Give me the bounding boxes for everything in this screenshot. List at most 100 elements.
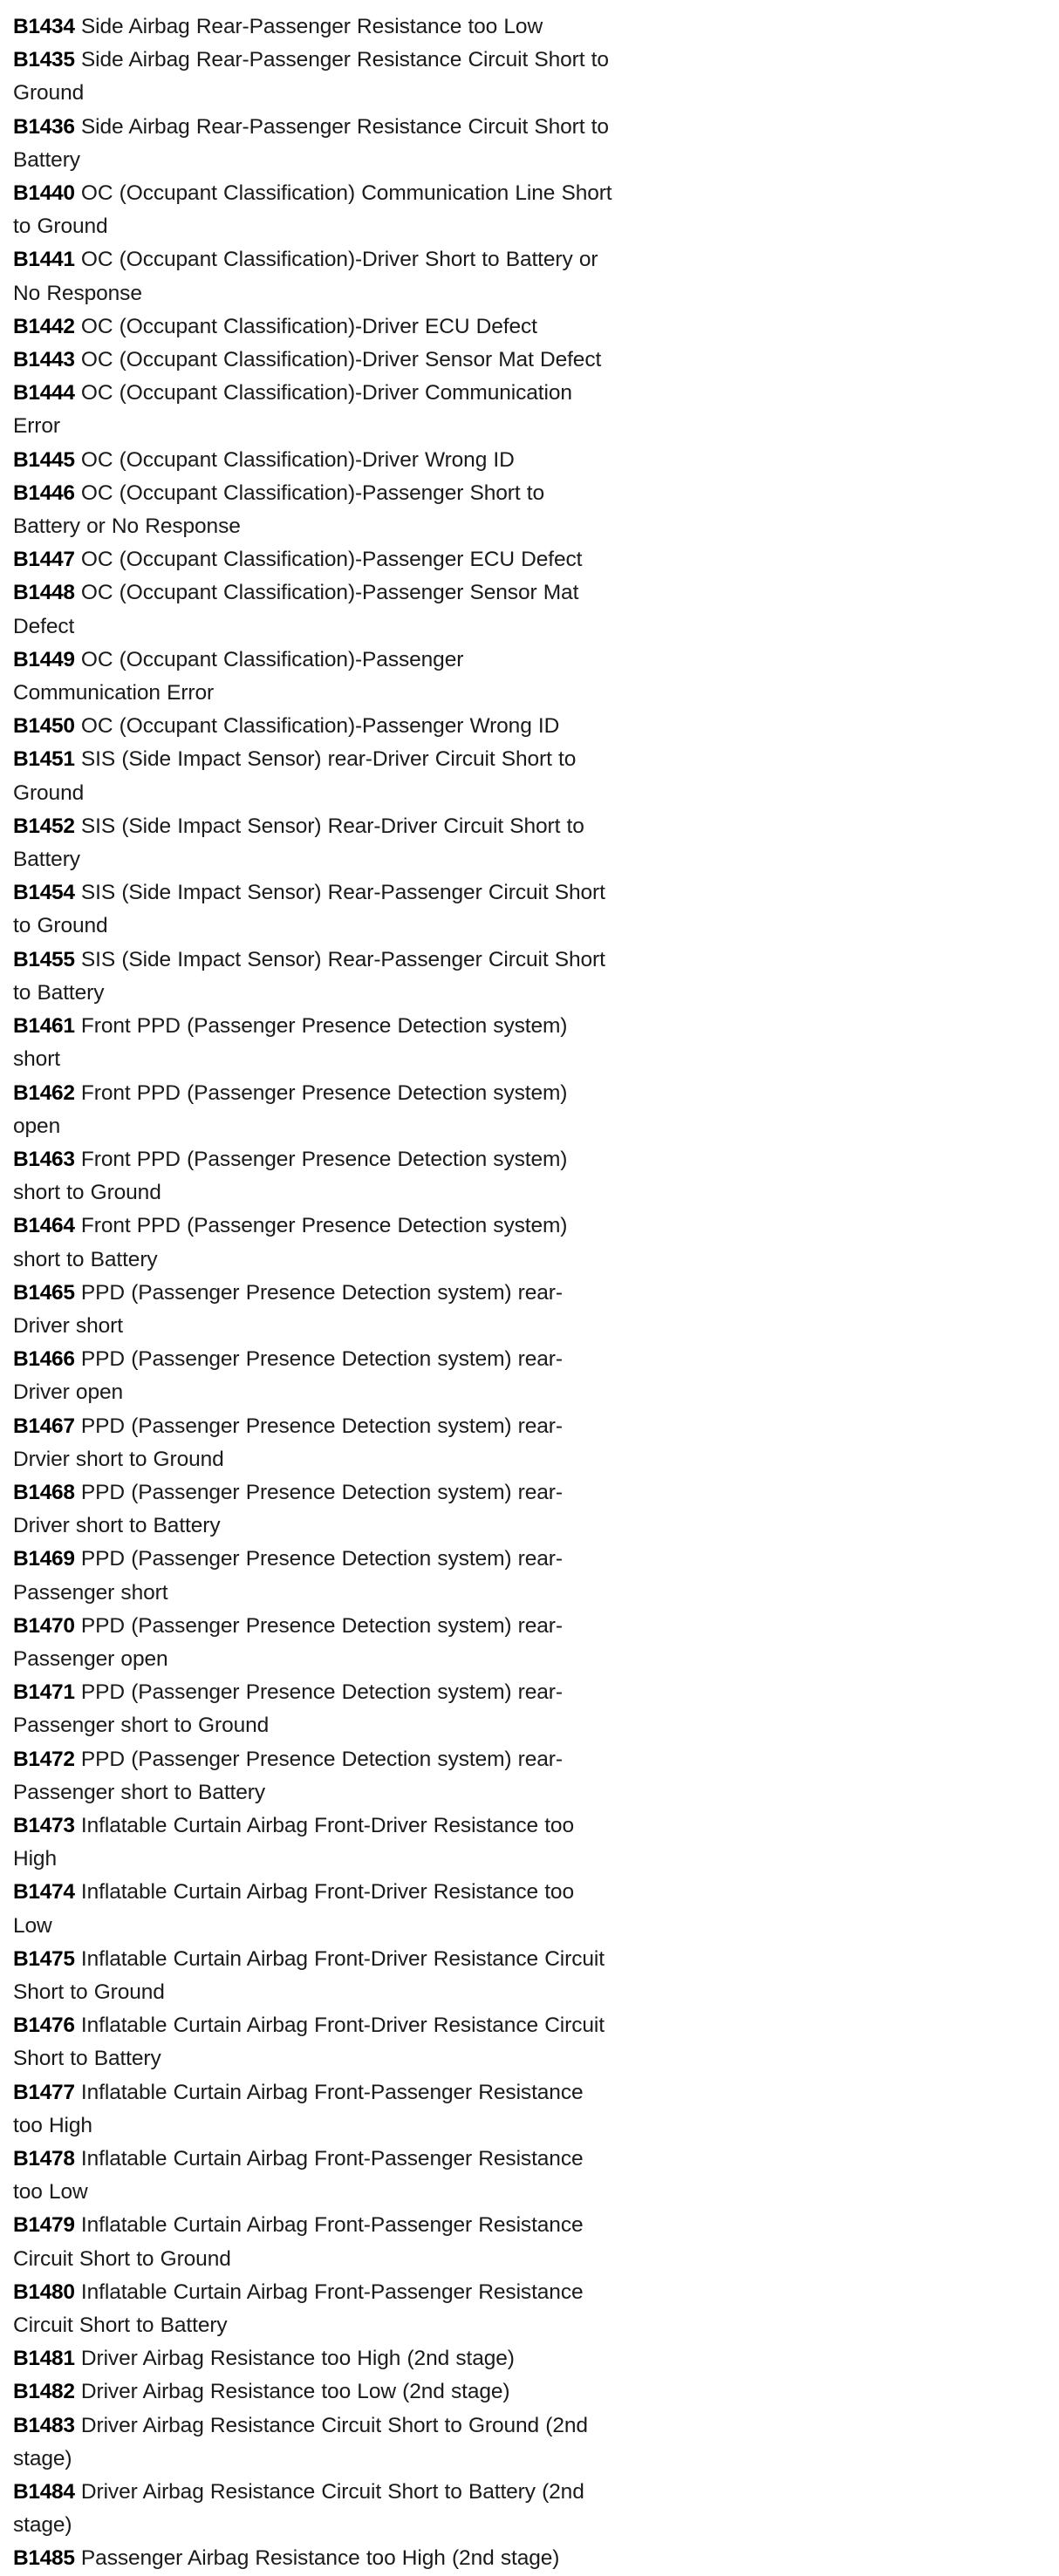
dtc-code: B1484 [13,2480,75,2504]
dtc-description: SIS (Side Impact Sensor) Rear-Passenger … [13,881,605,938]
dtc-description: Side Airbag Rear-Passenger Resistance Ci… [13,48,609,106]
dtc-description: PPD (Passenger Presence Detection system… [13,1280,563,1338]
dtc-entry: B1470 PPD (Passenger Presence Detection … [13,1610,615,1676]
dtc-description: Front PPD (Passenger Presence Detection … [13,1214,568,1271]
dtc-code: B1482 [13,2380,75,2404]
dtc-description: OC (Occupant Classification)-Passenger E… [80,548,583,572]
dtc-code: B1470 [13,1613,75,1638]
dtc-entry: B1471 PPD (Passenger Presence Detection … [13,1676,615,1742]
dtc-description: PPD (Passenger Presence Detection system… [13,1547,563,1605]
dtc-description: Inflatable Curtain Airbag Front-Passenge… [13,2147,584,2205]
dtc-description: PPD (Passenger Presence Detection system… [13,1347,563,1405]
dtc-entry: B1450 OC (Occupant Classification)-Passe… [13,710,615,743]
dtc-entry: B1434 Side Airbag Rear-Passenger Resista… [13,10,615,44]
dtc-code: B1452 [13,814,75,838]
dtc-code: B1435 [13,48,75,72]
dtc-code: B1447 [13,548,75,572]
dtc-description: Inflatable Curtain Airbag Front-Driver R… [13,1880,574,1938]
dtc-description: SIS (Side Impact Sensor) Rear-Passenger … [13,947,605,1005]
dtc-description: PPD (Passenger Presence Detection system… [13,1613,563,1671]
dtc-entry: B1474 Inflatable Curtain Airbag Front-Dr… [13,1876,615,1942]
dtc-description: Driver Airbag Resistance too Low (2nd st… [80,2380,510,2404]
dtc-entry: B1484 Driver Airbag Resistance Circuit S… [13,2476,615,2542]
dtc-code: B1469 [13,1547,75,1571]
dtc-entry: B1473 Inflatable Curtain Airbag Front-Dr… [13,1809,615,1876]
dtc-entry: B1451 SIS (Side Impact Sensor) rear-Driv… [13,743,615,809]
dtc-entry: B1440 OC (Occupant Classification) Commu… [13,177,615,243]
dtc-description: OC (Occupant Classification) Communicati… [13,181,612,239]
dtc-description: Inflatable Curtain Airbag Front-Driver R… [13,1813,574,1871]
dtc-description: PPD (Passenger Presence Detection system… [13,1680,563,1738]
dtc-entry: B1485 Passenger Airbag Resistance too Hi… [13,2542,615,2575]
dtc-entry: B1442 OC (Occupant Classification)-Drive… [13,310,615,344]
dtc-entry: B1462 Front PPD (Passenger Presence Dete… [13,1077,615,1143]
dtc-code: B1442 [13,314,75,338]
dtc-code: B1476 [13,2014,75,2038]
dtc-entry: B1475 Inflatable Curtain Airbag Front-Dr… [13,1943,615,2009]
dtc-code: B1436 [13,114,75,139]
dtc-entry: B1454 SIS (Side Impact Sensor) Rear-Pass… [13,876,615,943]
dtc-entry: B1463 Front PPD (Passenger Presence Dete… [13,1143,615,1210]
dtc-description: Driver Airbag Resistance too High (2nd s… [80,2347,515,2371]
dtc-entry: B1452 SIS (Side Impact Sensor) Rear-Driv… [13,810,615,876]
dtc-code: B1465 [13,1280,75,1305]
dtc-description: Inflatable Curtain Airbag Front-Passenge… [13,2213,584,2271]
dtc-description: OC (Occupant Classification)-Driver Wron… [80,447,515,472]
dtc-code: B1475 [13,1946,75,1971]
dtc-entry: B1435 Side Airbag Rear-Passenger Resista… [13,44,615,110]
dtc-code: B1451 [13,747,75,772]
dtc-entry: B1445 OC (Occupant Classification)-Drive… [13,444,615,477]
dtc-entry: B1482 Driver Airbag Resistance too Low (… [13,2375,615,2409]
dtc-code: B1446 [13,480,75,505]
dtc-description: OC (Occupant Classification)-Driver Shor… [13,248,598,305]
dtc-entry: B1476 Inflatable Curtain Airbag Front-Dr… [13,2009,615,2075]
dtc-entry: B1465 PPD (Passenger Presence Detection … [13,1277,615,1343]
dtc-code: B1466 [13,1347,75,1372]
dtc-description: Inflatable Curtain Airbag Front-Driver R… [13,2014,605,2071]
dtc-code: B1468 [13,1480,75,1504]
dtc-entry: B1468 PPD (Passenger Presence Detection … [13,1476,615,1543]
dtc-description: OC (Occupant Classification)-Driver Comm… [13,381,572,439]
dtc-code: B1480 [13,2280,75,2304]
dtc-entry: B1443 OC (Occupant Classification)-Drive… [13,344,615,377]
dtc-code: B1463 [13,1147,75,1171]
dtc-entry: B1436 Side Airbag Rear-Passenger Resista… [13,111,615,177]
dtc-code: B1443 [13,348,75,372]
dtc-entry: B1441 OC (Occupant Classification)-Drive… [13,243,615,310]
dtc-description: Passenger Airbag Resistance too High (2n… [80,2546,560,2571]
dtc-entry: B1467 PPD (Passenger Presence Detection … [13,1410,615,1476]
dtc-description: Front PPD (Passenger Presence Detection … [13,1147,568,1205]
dtc-description: OC (Occupant Classification)-Passenger C… [13,647,464,705]
dtc-description: Side Airbag Rear-Passenger Resistance to… [80,15,543,38]
dtc-code: B1483 [13,2413,75,2437]
dtc-entry: B1448 OC (Occupant Classification)-Passe… [13,576,615,643]
dtc-entry: B1444 OC (Occupant Classification)-Drive… [13,377,615,443]
dtc-code: B1455 [13,947,75,971]
dtc-code: B1472 [13,1747,75,1771]
dtc-description: Front PPD (Passenger Presence Detection … [13,1080,568,1138]
dtc-entry: B1481 Driver Airbag Resistance too High … [13,2342,615,2375]
dtc-entry: B1483 Driver Airbag Resistance Circuit S… [13,2409,615,2476]
dtc-description: OC (Occupant Classification)-Driver Sens… [80,348,602,372]
dtc-code: B1450 [13,714,75,739]
dtc-code: B1467 [13,1414,75,1438]
dtc-description: OC (Occupant Classification)-Passenger S… [13,581,579,638]
dtc-code: B1462 [13,1080,75,1105]
dtc-entry: B1464 Front PPD (Passenger Presence Dete… [13,1210,615,1276]
dtc-code: B1474 [13,1880,75,1905]
dtc-code-list: B1434 Side Airbag Rear-Passenger Resista… [13,10,615,2576]
dtc-entry: B1446 OC (Occupant Classification)-Passe… [13,477,615,543]
dtc-entry: B1478 Inflatable Curtain Airbag Front-Pa… [13,2143,615,2209]
dtc-entry: B1461 Front PPD (Passenger Presence Dete… [13,1010,615,1076]
dtc-code: B1477 [13,2080,75,2104]
dtc-description: Side Airbag Rear-Passenger Resistance Ci… [13,114,609,172]
dtc-code: B1473 [13,1813,75,1837]
dtc-description: SIS (Side Impact Sensor) Rear-Driver Cir… [13,814,584,872]
dtc-description: Inflatable Curtain Airbag Front-Passenge… [13,2280,584,2338]
dtc-code: B1440 [13,181,75,206]
dtc-entry: B1447 OC (Occupant Classification)-Passe… [13,543,615,576]
dtc-entry: B1479 Inflatable Curtain Airbag Front-Pa… [13,2209,615,2275]
dtc-description: Inflatable Curtain Airbag Front-Driver R… [13,1946,605,2004]
dtc-description: PPD (Passenger Presence Detection system… [13,1747,563,1804]
dtc-description: PPD (Passenger Presence Detection system… [13,1480,563,1538]
